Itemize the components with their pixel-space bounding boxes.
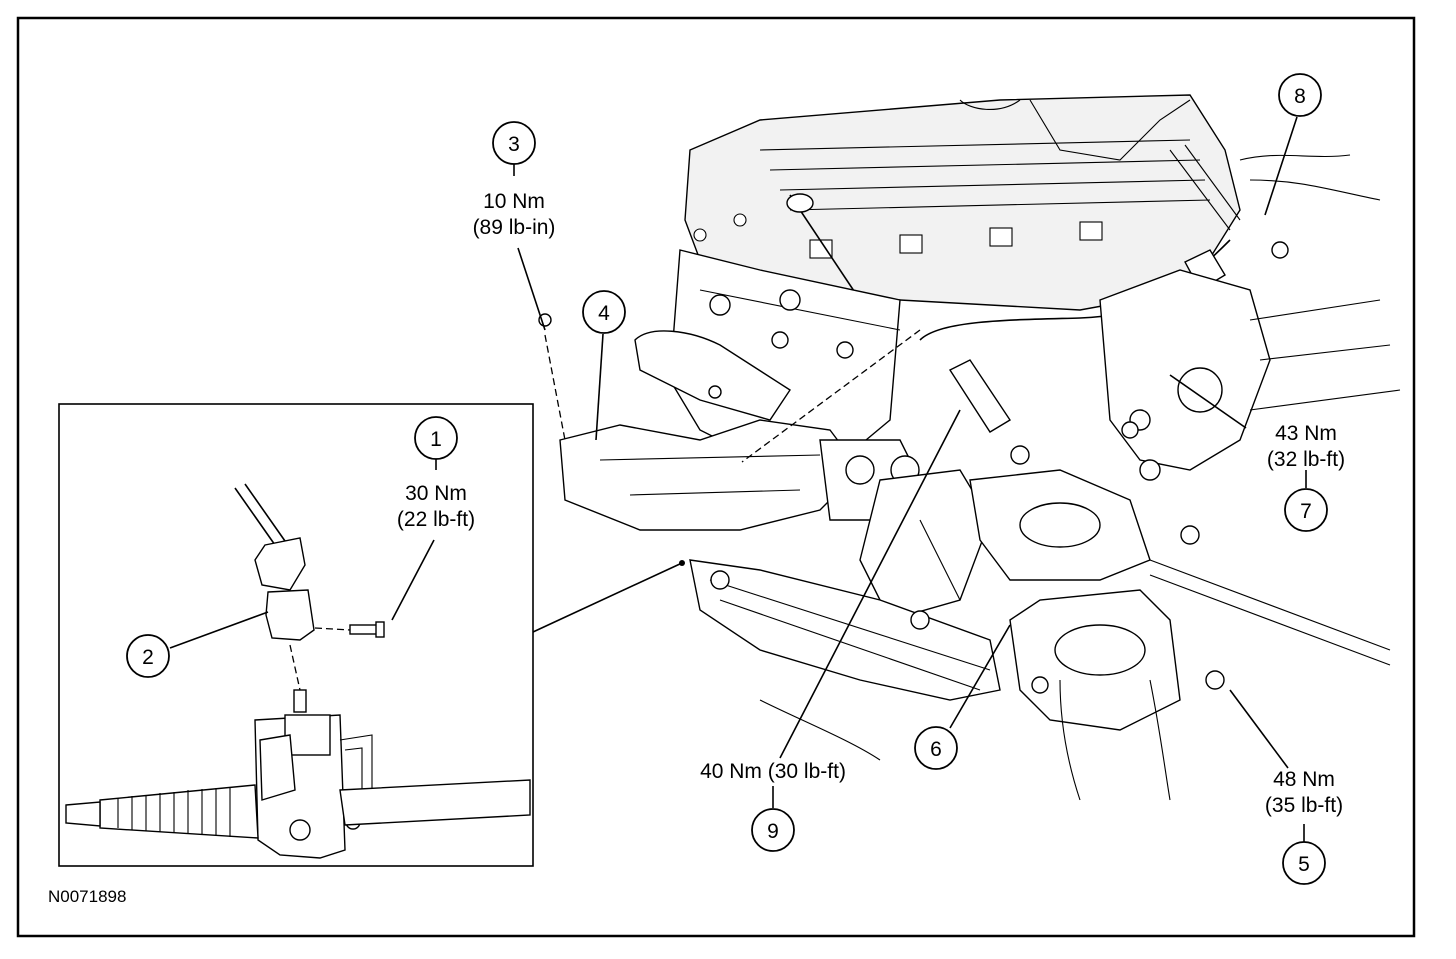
figure-id: N0071898 xyxy=(48,887,126,906)
callout-1-circle xyxy=(414,416,458,460)
steering-gear-illustration xyxy=(65,483,531,859)
callout-2-number: 2 xyxy=(142,646,154,669)
callout-5-torque-imperial: (35 lb-ft) xyxy=(1265,794,1343,817)
callout-3-number: 3 xyxy=(508,133,520,156)
callout-1-torque-imperial: (22 lb-ft) xyxy=(397,508,475,531)
leader-lines xyxy=(169,116,1307,842)
callout-9-number: 9 xyxy=(767,820,779,843)
callout-4-number: 4 xyxy=(598,302,610,325)
callout-9: 9 xyxy=(751,808,795,852)
callout-1: 1 xyxy=(414,416,458,460)
callout-7-circle xyxy=(1284,488,1328,532)
callout-5-number: 5 xyxy=(1298,853,1310,876)
callout-3: 3 xyxy=(492,121,536,165)
callout-9-torque: 40 Nm (30 lb-ft) xyxy=(700,760,846,783)
engine-illustration xyxy=(538,94,1401,801)
callout-6: 6 xyxy=(914,726,958,770)
callout-2-circle xyxy=(126,634,170,678)
callout-7-torque-metric: 43 Nm xyxy=(1275,422,1337,445)
callout-3-torque-imperial: (89 lb-in) xyxy=(473,216,556,239)
callout-6-number: 6 xyxy=(930,738,942,761)
callout-6-circle xyxy=(914,726,958,770)
callout-5: 5 xyxy=(1282,841,1326,885)
callout-1-torque-metric: 30 Nm xyxy=(405,482,467,505)
callout-2: 2 xyxy=(126,634,170,678)
callout-3-torque-metric: 10 Nm xyxy=(483,190,545,213)
callout-5-torque-metric: 48 Nm xyxy=(1273,768,1335,791)
callout-7: 7 xyxy=(1284,488,1328,532)
callout-8-circle xyxy=(1278,73,1322,117)
callout-8: 8 xyxy=(1278,73,1322,117)
callout-4-circle xyxy=(582,290,626,334)
callout-7-torque-imperial: (32 lb-ft) xyxy=(1267,448,1345,471)
callout-3-circle xyxy=(492,121,536,165)
callout-9-circle xyxy=(751,808,795,852)
callout-4: 4 xyxy=(582,290,626,334)
callout-8-number: 8 xyxy=(1294,85,1306,108)
callout-5-circle xyxy=(1282,841,1326,885)
callout-7-number: 7 xyxy=(1300,500,1312,523)
callout-1-number: 1 xyxy=(430,428,442,451)
outer-frame xyxy=(16,16,1416,938)
